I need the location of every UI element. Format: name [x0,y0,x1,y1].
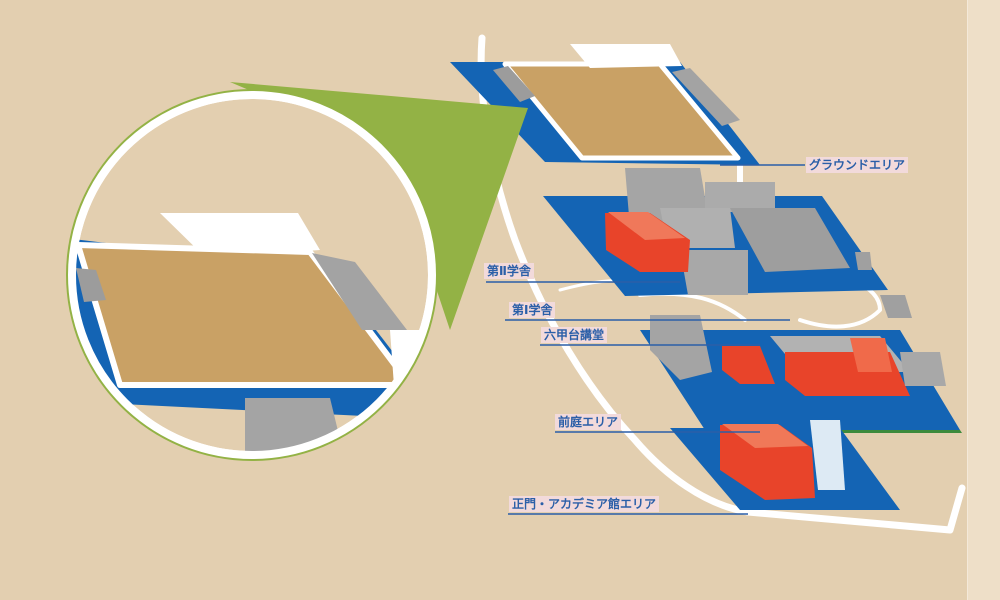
gakusha-2-area[interactable] [543,168,888,296]
gakusha-1-annex-right [880,295,912,318]
zoom-callout [66,82,528,461]
callout-pointer [230,82,528,330]
seimon-area[interactable] [670,420,900,510]
gakusha-1-red-block-a [722,346,775,384]
label-maeniwa[interactable]: 前庭エリア [555,414,622,430]
lens-building-left [76,268,106,302]
gakusha-1-annex-far [900,352,946,386]
gakusha-2-annex [855,252,872,270]
gakusha-2-building-gray-b [705,182,775,212]
label-kodo[interactable]: 六甲台講堂 [541,327,608,343]
label-gakusha-2[interactable]: 第Ⅱ学舎 [484,263,534,279]
label-gakusha-1[interactable]: 第Ⅰ学舎 [509,302,556,318]
right-margin-strip [967,0,1000,600]
gakusha-1-red-block-c [850,338,892,372]
lens-building-right [312,253,407,330]
ground-stand [570,44,682,68]
gakusha-1-red-block-b [785,352,910,396]
gakusha-1-area[interactable] [640,295,962,433]
academia-building-top [722,424,808,448]
callout-lens [72,99,432,455]
gakusha-2-building-red-top [608,212,685,240]
ground-area[interactable] [450,44,760,165]
label-seimon[interactable]: 正門・アカデミア館エリア [509,496,660,512]
ground-building-left [493,66,535,102]
seimon-stairs [810,420,845,490]
ground-building-right [672,68,740,126]
leader-lines [486,164,805,515]
gakusha-2-building-gray-c [730,208,850,272]
kodo-building [650,315,712,380]
label-ground-area[interactable]: グラウンドエリア [806,157,909,173]
gakusha-2-building-gray-d [680,250,748,295]
